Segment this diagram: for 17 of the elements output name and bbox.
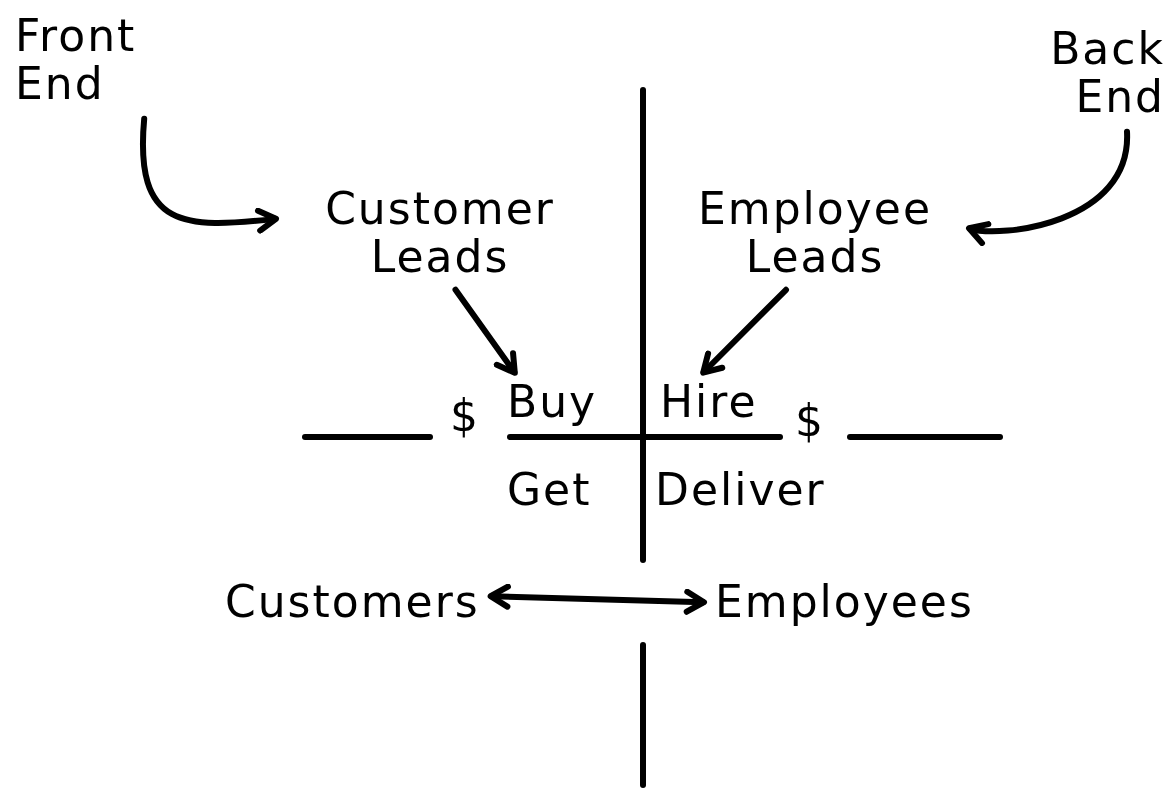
node-label: Customer Leads — [285, 185, 595, 282]
dollar-sign: $ — [795, 397, 825, 446]
node-label: Customers — [225, 578, 480, 627]
quadrant-label: Deliver — [655, 466, 826, 515]
arrow — [487, 583, 707, 615]
node-label: Employees — [715, 578, 974, 627]
node-label: Back End — [975, 25, 1165, 122]
node-label: Employee Leads — [670, 185, 960, 282]
arrow — [139, 115, 279, 234]
node-label: Buy — [507, 378, 598, 427]
arrow — [452, 286, 518, 376]
quadrant-label: Get — [507, 466, 592, 515]
node-label: Hire — [660, 378, 758, 427]
dollar-sign: $ — [450, 392, 480, 441]
arrow — [966, 128, 1130, 245]
arrow — [700, 286, 789, 376]
node-label: Front End — [15, 12, 205, 109]
